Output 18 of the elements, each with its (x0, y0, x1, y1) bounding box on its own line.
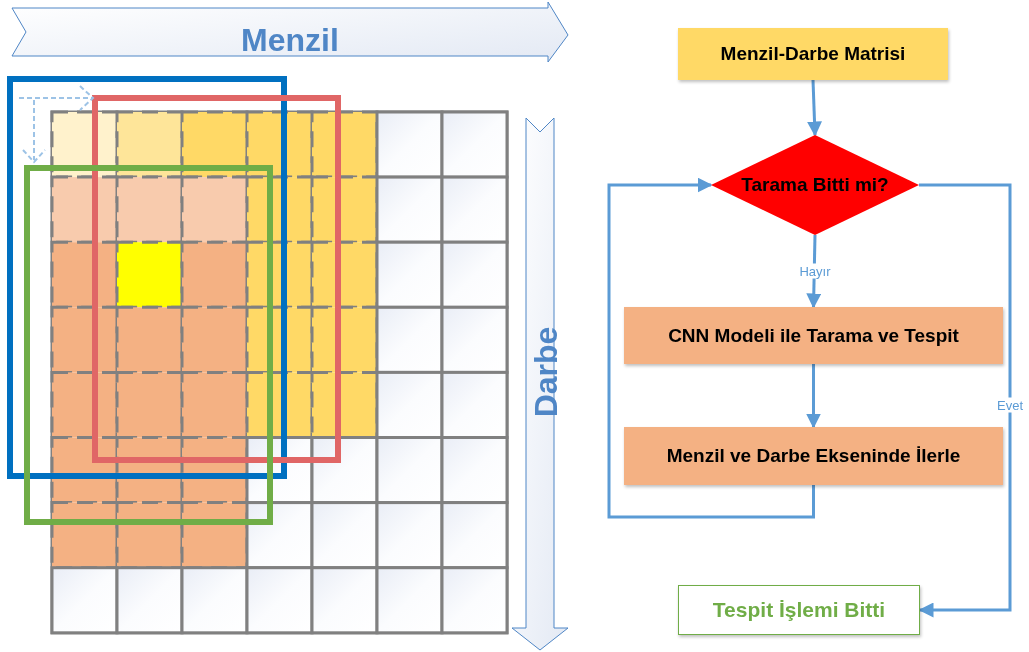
decision-diamond (711, 135, 919, 235)
process-box (624, 307, 1003, 364)
node-label: Tespit İşlemi Bitti (712, 598, 886, 622)
node-label: Tarama Bitti mi? (741, 174, 889, 196)
axis-label: Menzil (241, 21, 339, 59)
axis-label: Darbe (527, 326, 565, 418)
edge-label: Evet (995, 397, 1025, 413)
process-box (624, 427, 1003, 485)
end-box (678, 585, 920, 635)
arrow (807, 79, 822, 137)
arrow (806, 364, 821, 429)
edge-label: Hayır (797, 263, 833, 279)
arrow (607, 177, 815, 519)
node-label: CNN Modeli ile Tarama ve Tespit (668, 324, 959, 347)
arrow (918, 183, 1012, 618)
node-label: Menzil ve Darbe Ekseninde İlerle (666, 445, 961, 467)
process-box (678, 28, 948, 80)
node-label: Menzil-Darbe Matrisi (720, 43, 906, 65)
